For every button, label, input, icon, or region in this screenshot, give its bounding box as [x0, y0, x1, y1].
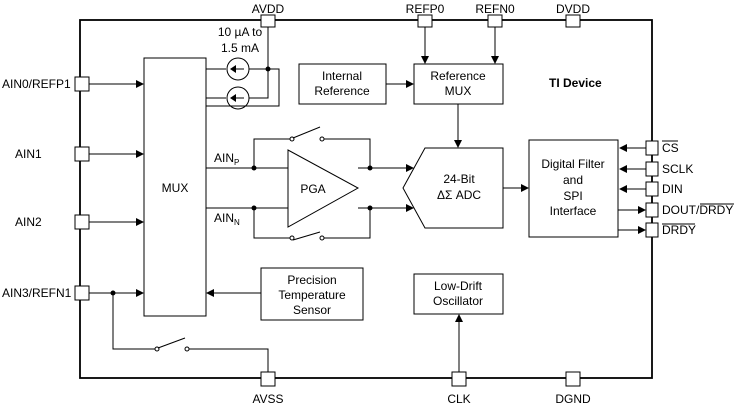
svg-text:Reference: Reference: [314, 84, 370, 98]
current-source-1: [206, 57, 268, 81]
svg-text:CS: CS: [662, 141, 679, 155]
svg-text:Interface: Interface: [550, 204, 597, 218]
pin-ain3: AIN3/REFN1: [2, 285, 90, 301]
svg-text:REFP0: REFP0: [406, 2, 445, 16]
svg-text:DVDD: DVDD: [556, 2, 590, 16]
svg-text:Temperature: Temperature: [278, 288, 346, 302]
pin-ain1: AIN1: [15, 146, 90, 162]
device-label: TI Device: [549, 76, 602, 90]
mux-block: MUX: [143, 57, 207, 317]
svg-text:REFN0: REFN0: [475, 2, 515, 16]
ainp-label: AINP: [214, 151, 239, 167]
current-source-2: [206, 69, 269, 110]
svg-text:AVSS: AVSS: [252, 392, 283, 406]
adc-block: 24-Bit ΔΣ ADC: [402, 147, 504, 229]
pin-cs: CS: [645, 140, 679, 156]
svg-text:AIN3/REFN1: AIN3/REFN1: [2, 286, 72, 300]
pin-din: DIN: [645, 181, 683, 197]
pga-bypass-switch-top: [253, 126, 371, 168]
svg-text:and: and: [563, 173, 583, 187]
ainn-label: AINN: [214, 211, 240, 227]
pin-ain2: AIN2: [15, 214, 90, 230]
svg-text:AIN2: AIN2: [15, 215, 42, 229]
current-source-label-2: 1.5 mA: [221, 41, 259, 55]
svg-text:DIN: DIN: [662, 182, 683, 196]
pin-ain0: AIN0/REFP1: [2, 76, 90, 92]
pin-dvdd: DVDD: [556, 2, 590, 28]
temperature-sensor-block: Precision Temperature Sensor: [260, 267, 364, 321]
svg-text:AVDD: AVDD: [252, 2, 285, 16]
current-source-label-1: 10 µA to: [218, 25, 263, 39]
svg-text:PGA: PGA: [300, 182, 325, 196]
internal-reference-block: Internal Reference: [298, 63, 387, 105]
pin-dout-drdy: DOUT/DRDY: [645, 202, 734, 218]
svg-text:MUX: MUX: [445, 84, 472, 98]
svg-text:Reference: Reference: [430, 69, 486, 83]
reference-mux-block: Reference MUX: [413, 63, 504, 105]
pin-dgnd: DGND: [555, 371, 591, 406]
pin-sclk: SCLK: [645, 161, 693, 177]
svg-text:SCLK: SCLK: [662, 162, 693, 176]
pin-refp0: REFP0: [406, 2, 445, 28]
pin-drdy: DRDY: [645, 222, 696, 238]
pin-avdd: AVDD: [252, 2, 285, 28]
svg-text:MUX: MUX: [162, 181, 189, 195]
digital-filter-spi-block: Digital Filter and SPI Interface: [528, 139, 619, 238]
svg-text:Sensor: Sensor: [293, 303, 331, 317]
avss-switch: [112, 293, 269, 372]
pga-block: PGA: [287, 149, 360, 228]
svg-text:SPI: SPI: [563, 189, 582, 203]
wire-avdd-mux: [206, 68, 280, 107]
svg-text:Low-Drift: Low-Drift: [434, 279, 483, 293]
svg-text:Precision: Precision: [287, 273, 336, 287]
svg-text:DOUT/DRDY: DOUT/DRDY: [662, 203, 733, 217]
svg-text:Internal: Internal: [322, 69, 362, 83]
svg-text:24-Bit: 24-Bit: [443, 172, 475, 186]
svg-text:CLK: CLK: [447, 392, 470, 406]
pin-avss: AVSS: [252, 371, 284, 406]
pga-bypass-switch-bottom: [253, 208, 371, 241]
svg-text:ΔΣ ADC: ΔΣ ADC: [437, 188, 481, 202]
svg-text:DRDY: DRDY: [662, 223, 696, 237]
svg-text:AIN1: AIN1: [15, 147, 42, 161]
svg-text:Digital Filter: Digital Filter: [541, 157, 604, 171]
svg-text:Oscillator: Oscillator: [433, 294, 483, 308]
oscillator-block: Low-Drift Oscillator: [413, 273, 504, 315]
svg-text:DGND: DGND: [555, 392, 591, 406]
svg-text:AIN0/REFP1: AIN0/REFP1: [2, 77, 71, 91]
